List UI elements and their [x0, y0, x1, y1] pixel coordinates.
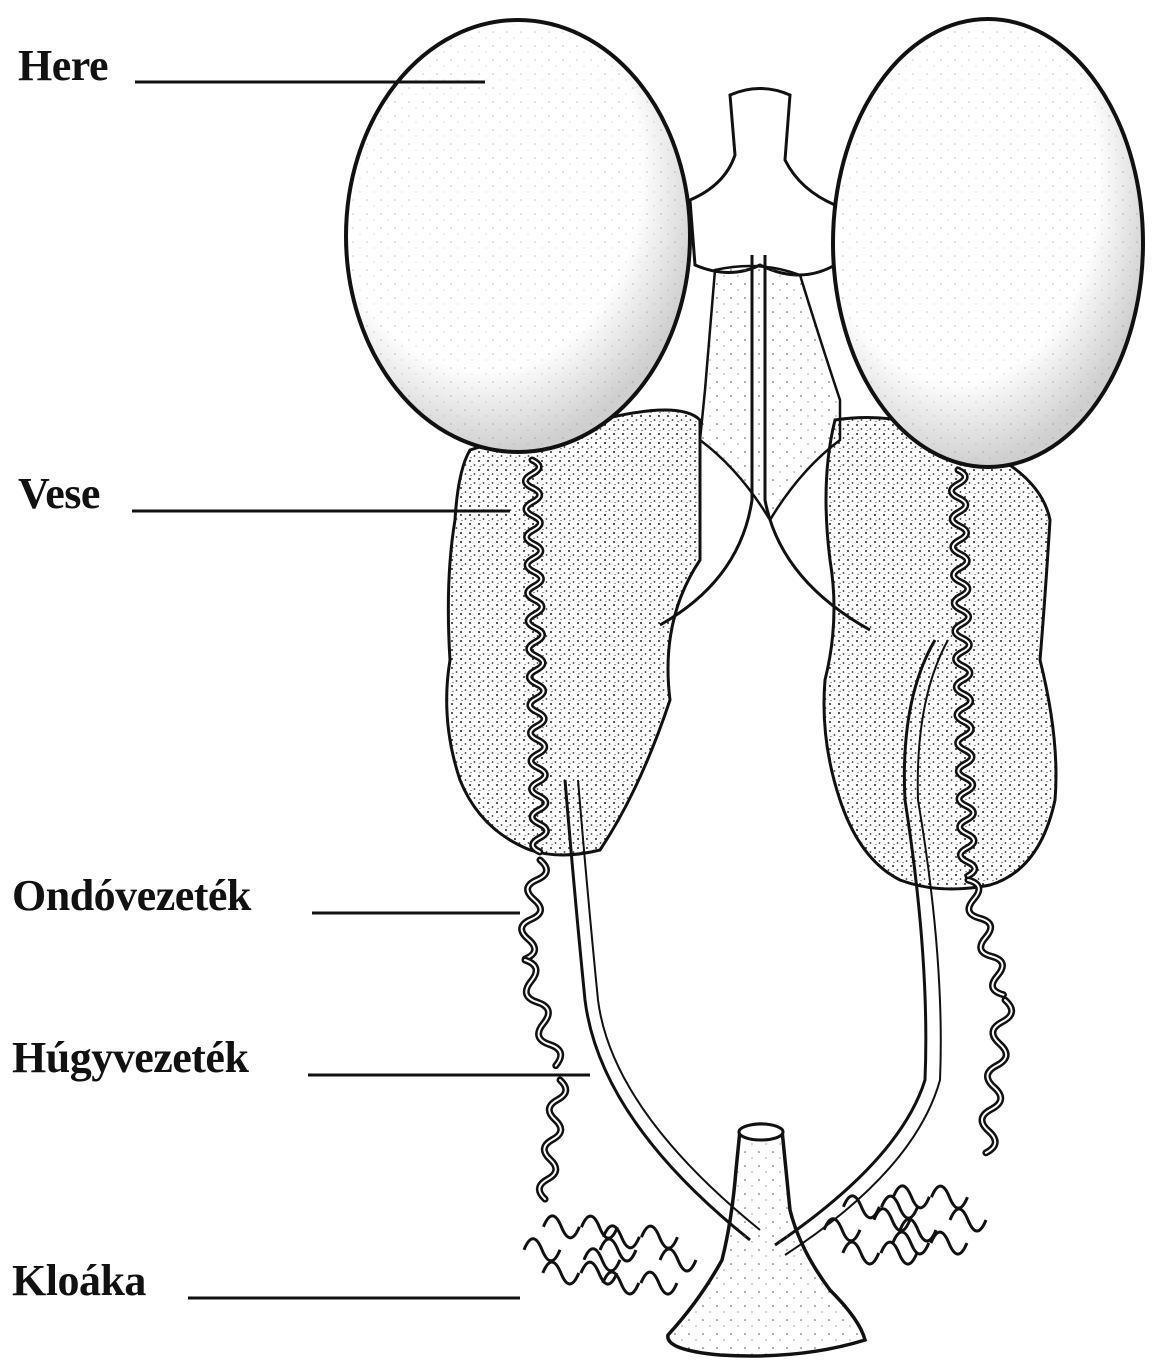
right-duct-convolution — [824, 1219, 860, 1241]
label-ondovezetek: Ondóvezeték — [12, 870, 251, 921]
left-duct-convolution — [641, 1226, 677, 1248]
left-duct-convolution — [543, 1216, 579, 1238]
right-kidney — [824, 418, 1056, 890]
cloaca — [668, 1124, 865, 1356]
left-duct-convolution — [524, 1239, 560, 1261]
label-here: Here — [18, 40, 108, 91]
right-duct-convolution — [931, 1186, 967, 1208]
label-hugyvezetek: Húgyvezeték — [12, 1032, 248, 1083]
right-duct-convolution — [843, 1242, 879, 1264]
label-vese: Vese — [18, 468, 100, 519]
left-duct-convolution — [584, 1249, 620, 1271]
left-kidney — [447, 410, 700, 855]
left-vas-deferens-bottom — [539, 1080, 565, 1199]
left-vas-deferens-lower — [525, 960, 561, 1066]
left-duct-convolution — [660, 1249, 696, 1271]
central-kidney — [700, 266, 840, 520]
left-vas-deferens-mid — [522, 860, 547, 959]
left-duct-convolution — [641, 1272, 677, 1294]
right-duct-convolution — [950, 1209, 986, 1231]
right-duct-convolution — [931, 1232, 967, 1254]
label-kloaka: Kloáka — [12, 1255, 146, 1306]
left-duct-convolution — [543, 1262, 579, 1284]
central-tissue — [690, 89, 835, 276]
left-duct-convolution — [600, 1239, 636, 1261]
